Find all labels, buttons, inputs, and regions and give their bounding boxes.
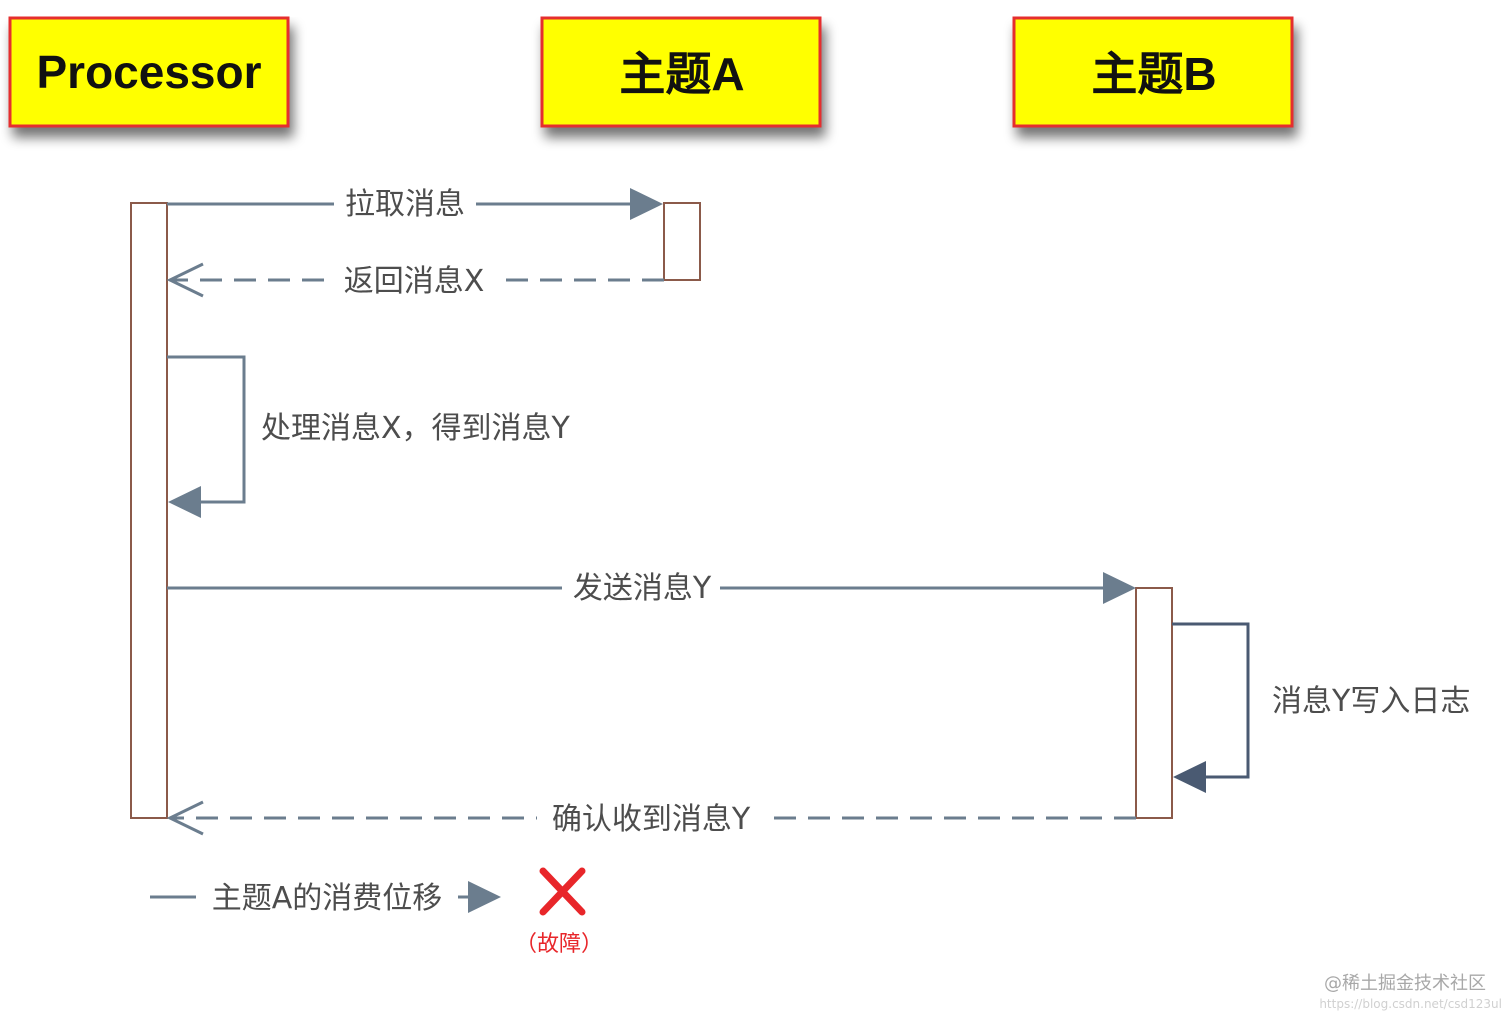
message-return-x-label: 返回消息X: [344, 264, 485, 299]
arrowhead-filled: [1103, 572, 1136, 604]
message-process: 处理消息X，得到消息Y: [167, 355, 571, 518]
participant-topic-b-label: 主题B: [1091, 48, 1216, 100]
message-ack: 确认收到消息Y: [166, 800, 1136, 838]
participant-topic-a: 主题A: [540, 16, 822, 128]
participant-processor: Processor: [8, 16, 290, 128]
arrowhead-filled: [630, 188, 663, 220]
arrowhead-filled: [168, 486, 201, 518]
arrowhead-filled: [1173, 761, 1206, 793]
message-offset: 主题A的消费位移: [150, 878, 501, 916]
message-send-y: 发送消息Y: [167, 568, 1136, 606]
participant-topic-b: 主题B: [1012, 16, 1294, 128]
message-return-x: 返回消息X: [166, 262, 664, 300]
arrowhead-filled: [468, 881, 501, 913]
message-pull: 拉取消息: [167, 184, 663, 222]
participant-processor-label: Processor: [36, 46, 261, 98]
message-process-label: 处理消息X，得到消息Y: [261, 411, 571, 446]
arrowhead-open: [166, 800, 204, 836]
fault-label: （故障）: [515, 932, 603, 957]
activation-topic-b: [1135, 587, 1173, 819]
activation-topic-a: [663, 202, 701, 281]
activation-processor: [130, 202, 168, 819]
message-send-y-label: 发送消息Y: [573, 571, 712, 606]
message-offset-label: 主题A的消费位移: [212, 881, 443, 916]
red-cross-icon: [539, 867, 586, 916]
message-write-log-label: 消息Y写入日志: [1272, 684, 1470, 719]
watermark-text: @稀土掘金技术社区: [1324, 973, 1486, 994]
message-write-log: 消息Y写入日志: [1172, 622, 1470, 793]
fault-marker: （故障）: [515, 867, 603, 957]
watermark-url: https://blog.csdn.net/csd123ul: [1319, 997, 1502, 1011]
participant-topic-a-label: 主题A: [619, 48, 744, 100]
message-pull-label: 拉取消息: [345, 187, 465, 222]
arrowhead-open: [166, 262, 204, 298]
message-ack-label: 确认收到消息Y: [552, 802, 751, 837]
